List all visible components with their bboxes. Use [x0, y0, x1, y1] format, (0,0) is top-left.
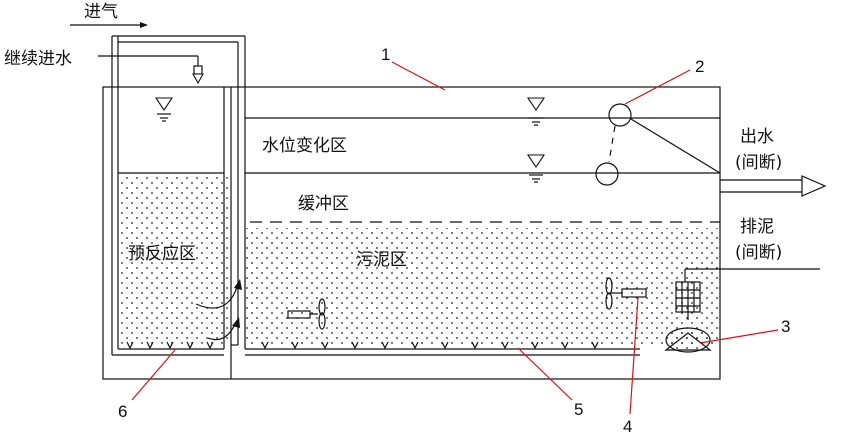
label-air-in: 进气	[84, 2, 118, 22]
callout-6: 6	[118, 402, 127, 421]
aerator-mark	[126, 341, 134, 350]
water-level-symbol-high	[526, 97, 546, 126]
flow-arrows	[195, 279, 242, 341]
callout-1: 1	[381, 45, 390, 64]
label-sludge-discharge: 排泥	[740, 217, 774, 237]
label-outflow-note: (间断)	[735, 153, 782, 173]
mixer-right	[605, 277, 647, 310]
sludge-pump	[664, 281, 712, 353]
aerator-mark	[411, 341, 419, 350]
label-sludge-discharge-note: (间断)	[735, 243, 782, 263]
aerator-mark	[381, 341, 389, 350]
callout-2: 2	[695, 57, 704, 76]
callout-3: 3	[781, 317, 790, 336]
mixer-left	[287, 298, 326, 330]
aerator-mark	[531, 341, 539, 350]
air-inlet-pipe	[70, 22, 246, 356]
aerator-mark	[186, 341, 194, 350]
label-pre-reaction-zone: 预反应区	[128, 244, 196, 264]
aerator-mark	[321, 341, 329, 350]
sludge-discharge-pipe	[684, 268, 820, 282]
aerator-mark	[501, 341, 509, 350]
main-sludge-fill	[245, 228, 720, 345]
aerator-mark	[206, 341, 214, 350]
aerator-mark	[441, 341, 449, 350]
aerator-mark	[291, 341, 299, 350]
floating-decanter	[595, 103, 721, 186]
aerator-marks	[126, 341, 599, 350]
aerator-mark	[146, 341, 154, 350]
callout-5: 5	[574, 400, 583, 419]
water-level-symbol-pre	[154, 97, 174, 122]
callout-leaders	[131, 61, 779, 415]
aerator-mark	[351, 341, 359, 350]
tank-outline	[102, 86, 721, 380]
aerator-mark	[471, 341, 479, 350]
label-continuous-inflow: 继续进水	[4, 49, 72, 69]
pre-reaction-walls	[117, 36, 640, 379]
aerator-mark	[591, 341, 599, 350]
aerator-mark	[561, 341, 569, 350]
aerator-mark	[261, 341, 269, 350]
label-water-level-zone: 水位变化区	[262, 136, 347, 156]
pre-reaction-sludge-fill	[118, 175, 231, 345]
aerator-mark	[166, 341, 174, 350]
water-level-symbol-low	[526, 154, 546, 183]
label-outflow: 出水	[740, 127, 774, 147]
outflow-pipe	[720, 175, 827, 197]
label-sludge-zone: 污泥区	[356, 250, 407, 270]
label-buffer-zone: 缓冲区	[298, 194, 349, 214]
inflow-pipe	[98, 55, 204, 85]
callout-4: 4	[623, 417, 632, 436]
